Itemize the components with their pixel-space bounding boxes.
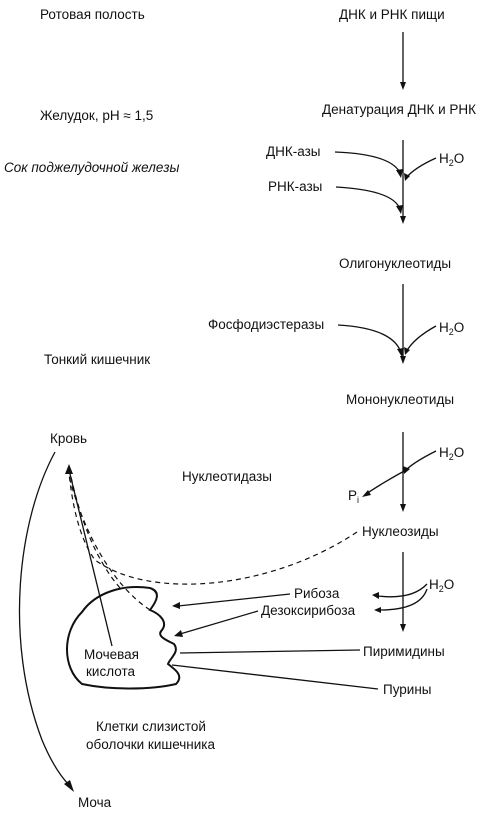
deoxyribose-label: Дезоксирибоза — [261, 603, 356, 618]
ribose-label: Рибоза — [294, 586, 340, 601]
arrow-head — [397, 348, 404, 357]
water-label-3: H2O — [439, 445, 464, 462]
purines-to-cell-line — [171, 664, 379, 690]
arrow-head — [372, 592, 379, 599]
water-to-ribose-curve — [377, 583, 428, 598]
arrow-head — [396, 205, 403, 214]
oral-cavity-label: Ротовая полость — [40, 7, 145, 22]
phosphate-release-curve — [365, 469, 407, 495]
dnase-arrow — [334, 151, 400, 172]
rnase-arrow — [335, 186, 400, 208]
arrow-head — [400, 216, 406, 224]
arrow-head — [403, 466, 410, 474]
phosphodiesterases-label: Фосфодиэстеразы — [208, 317, 324, 332]
arrow-head — [396, 169, 403, 178]
arrow-head — [400, 504, 406, 512]
arrow-head — [174, 630, 183, 637]
water-label-4: H2O — [429, 577, 454, 594]
water-to-deoxyribose-curve — [379, 588, 428, 611]
water-label-1: H2O — [439, 151, 464, 168]
ribose-to-cell-arrow — [177, 593, 291, 607]
water-curve-1 — [405, 157, 437, 179]
deoxyribose-to-cell-arrow — [179, 610, 259, 635]
arrow-head — [172, 602, 180, 609]
stomach-label: Желудок, pH ≈ 1,5 — [40, 108, 153, 123]
pyrimidines-label: Пиримидины — [363, 644, 445, 659]
water-label-2: H2O — [439, 320, 464, 337]
water-curve-2 — [405, 325, 437, 353]
mucosa-cells-label-line2: оболочки кишечника — [86, 737, 215, 752]
absorption-arrows — [171, 593, 379, 690]
phosphate-label: Pi — [348, 488, 359, 505]
nucleosides-to-blood-line — [68, 471, 358, 585]
blood-arrow-head — [65, 464, 73, 474]
phosphodiesterase-arrow — [337, 324, 401, 351]
mucosa-cells-label-line1: Клетки слизистой — [96, 719, 206, 734]
arrow-head — [404, 173, 410, 181]
arrow-head — [404, 347, 410, 355]
denaturation-label: Денатурация ДНК и РНК — [322, 102, 476, 117]
arrow-head — [374, 607, 381, 613]
small-intestine-label: Тонкий кишечник — [44, 352, 150, 367]
water-curve-3 — [405, 450, 437, 471]
transport-lines — [65, 464, 358, 647]
arrow-head — [400, 624, 406, 632]
arrow-head — [362, 490, 371, 497]
urine-arrow-head — [64, 780, 74, 792]
dna-rna-food-label: ДНК и РНК пищи — [339, 7, 445, 22]
pyrimidines-to-cell-line — [179, 649, 361, 654]
blood-label: Кровь — [50, 431, 87, 446]
arrow-head — [400, 82, 406, 90]
enzyme-arrows — [334, 151, 404, 357]
purines-label: Пурины — [383, 682, 432, 697]
arrow-head — [400, 356, 406, 364]
nucleosides-label: Нуклеозиды — [362, 524, 439, 539]
mononucleotides-label: Мононуклеотиды — [346, 392, 454, 407]
uric-acid-to-blood-line — [69, 473, 113, 647]
cell-side-to-blood-line — [67, 471, 151, 611]
pancreatic-juice-label: Сок поджелудочной железы — [4, 160, 179, 175]
oligonucleotides-label: Олигонуклеотиды — [339, 256, 451, 271]
water-arrows — [362, 157, 437, 613]
mucosa-cell-shape — [66, 586, 181, 690]
urine-label: Моча — [78, 795, 112, 810]
uric-acid-label-line1: Мочевая — [84, 647, 139, 662]
pathway-arrows — [400, 32, 406, 632]
blood-to-urine-arrow — [18, 451, 71, 787]
rnases-label: РНК-азы — [268, 179, 322, 194]
dnases-label: ДНК-азы — [266, 144, 321, 159]
nucleotidases-label: Нуклеотидазы — [182, 469, 272, 484]
uric-acid-label-line2: кислота — [86, 664, 135, 679]
